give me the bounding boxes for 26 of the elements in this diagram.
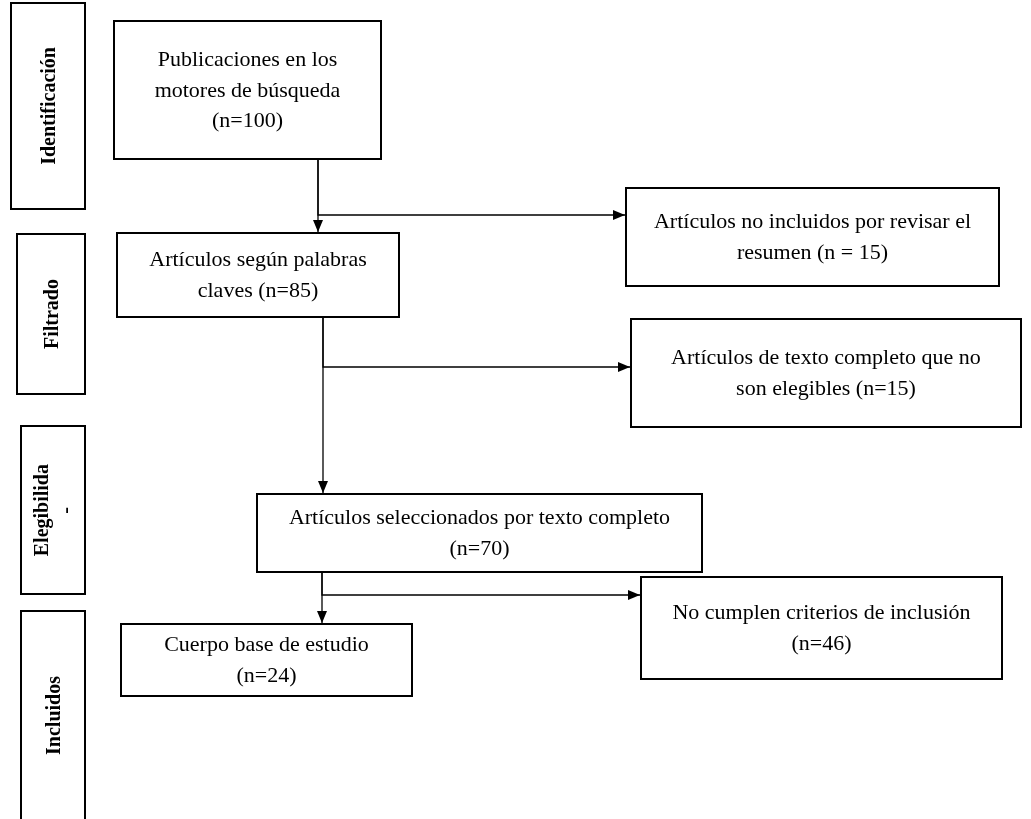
arrow [322,317,631,372]
stage-label: Incluidos [43,676,63,755]
process-box [120,623,413,697]
process-box [640,576,1003,680]
process-box [256,493,703,573]
stage-label: Filtrado [41,279,61,349]
process-box [116,232,400,318]
box-text: Artículos no incluidos por revisar el resumen (n = 15) [652,207,973,266]
box-text: Artículos seleccionados por texto completo (n=70) [287,503,672,562]
stage-label-box [20,610,86,819]
process-box [625,187,1000,287]
process-box [113,20,382,160]
stage-label: Elegibilida [31,463,51,557]
stage-label: Identificación [38,47,58,165]
box-text: Cuerpo base de estudio (n=24) [163,630,370,689]
process-box [630,318,1022,428]
stage-label-box [20,425,86,595]
stage-label: - [55,506,75,514]
box-text: Artículos de texto completo que no son elegibles (n=15) [670,343,982,402]
box-text: No cumplen criterios de inclusión (n=46) [671,598,972,657]
stage-label-box [10,2,86,210]
stage-label-box [16,233,86,395]
box-text: Publicaciones en los motores de búsqueda (n=100) [153,44,342,135]
arrow [321,572,641,600]
arrow [317,159,626,220]
box-text: Artículos según palabras claves (n=85) [148,245,368,304]
